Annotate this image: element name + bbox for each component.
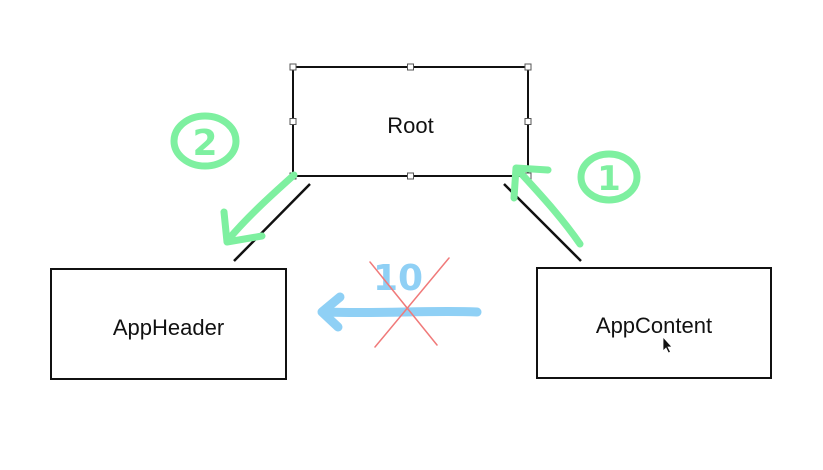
red-cross-mark [369,257,450,348]
handle-top-middle[interactable] [407,63,414,71]
root-node[interactable]: Root [292,66,529,177]
appcontent-label: AppContent [596,313,712,338]
handle-bottom-middle[interactable] [407,172,414,180]
appheader-label: AppHeader [113,315,224,340]
blue-arrow-appcontent-to-appheader [317,292,482,332]
step-2-label: 2 [192,123,217,164]
edge-root-appheader [233,183,311,262]
green-arrow-appcontent-to-root [510,164,584,248]
handle-middle-left[interactable] [289,118,297,125]
handle-middle-right[interactable] [524,118,532,125]
circled-step-1: 1 [577,150,641,204]
handle-top-left[interactable] [289,63,297,71]
handle-top-right[interactable] [524,63,532,71]
mouse-pointer-icon [662,335,673,354]
root-label: Root [387,113,433,138]
green-arrow-root-to-appheader [220,171,298,246]
step-1-label: 1 [597,159,621,199]
appheader-node[interactable]: AppHeader [50,268,287,380]
circled-step-2: 2 [170,112,240,170]
step-10-label: 10 [373,258,423,299]
appcontent-node[interactable]: AppContent [536,267,772,379]
